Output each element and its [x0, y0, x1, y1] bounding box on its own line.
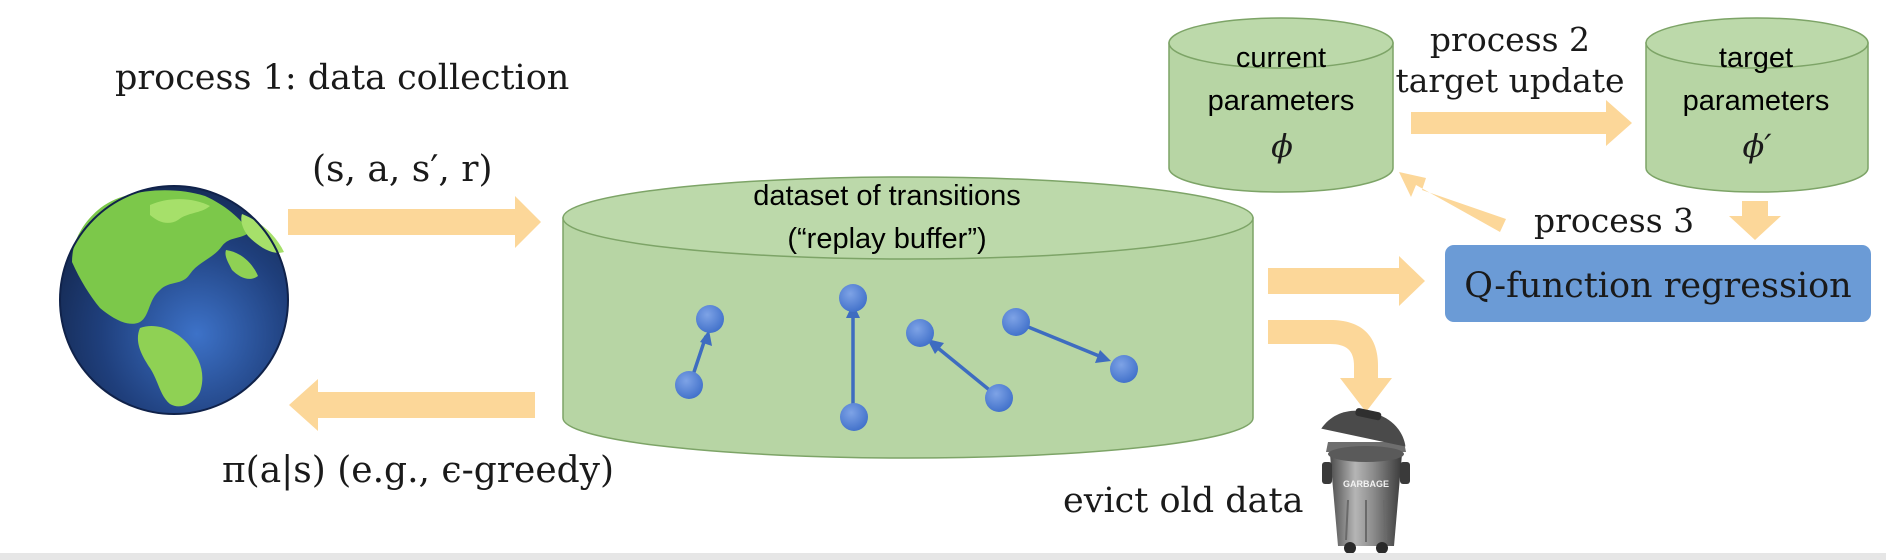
current-params-line1: current: [1236, 42, 1326, 74]
current-params-line2: parameters: [1208, 85, 1355, 117]
sample-dot: [675, 371, 703, 399]
process2-line1: process 2: [1430, 20, 1590, 59]
current-parameters-cylinder: [1168, 17, 1394, 193]
arrow-policy-to-env-body: [289, 379, 535, 431]
transition-arrowhead-4: [1095, 350, 1111, 363]
arrow-buffer-to-qfunction: [1268, 256, 1425, 306]
sample-dot: [985, 384, 1013, 412]
transition-samples: [688, 303, 1111, 416]
current-params-symbol: ϕ: [1271, 127, 1293, 165]
sample-dot: [1002, 308, 1030, 336]
target-params-symbol: ϕ′: [1742, 127, 1772, 165]
transition-dots: [675, 284, 1138, 431]
policy-label: π(a|s) (e.g., ϵ-greedy): [222, 450, 614, 491]
transition-arrowhead-3: [927, 339, 944, 354]
arrow-evict-to-garbage: [1268, 320, 1392, 412]
sample-dot: [696, 305, 724, 333]
sample-dot: [840, 403, 868, 431]
garbage-can-icon: [1321, 408, 1410, 554]
process1-label: process 1: data collection: [115, 58, 569, 98]
arrow-transitions-to-buffer: [288, 196, 541, 248]
tuple-label: (s, a, s′, r): [312, 149, 493, 190]
target-params-line1: target: [1719, 42, 1793, 74]
arrow-target-to-qfunction: [1729, 201, 1781, 240]
evict-label: evict old data: [1063, 481, 1303, 521]
sample-dot: [839, 284, 867, 312]
transition-arrowhead-1: [700, 330, 712, 346]
transition-arrow-4: [1015, 320, 1105, 360]
qfunction-regression-box: [1445, 245, 1871, 322]
target-params-line2: parameters: [1683, 85, 1830, 117]
arrow-target-update: [1411, 100, 1632, 146]
buffer-title-line1: dataset of transitions: [753, 180, 1021, 212]
garbage-label: GARBAGE: [1343, 479, 1389, 489]
process2-line2: target update: [1395, 61, 1624, 100]
qfunction-label: Q-function regression: [1464, 266, 1851, 306]
buffer-title-line2: (“replay buffer”): [787, 223, 986, 255]
earth-globe-icon: [59, 185, 289, 415]
bottom-divider: [0, 553, 1886, 560]
arrow-qfunction-to-current: [1399, 172, 1506, 232]
process3-label: process 3: [1534, 201, 1694, 240]
sample-dot: [906, 319, 934, 347]
sample-dot: [1110, 355, 1138, 383]
replay-buffer-cylinder: [562, 176, 1254, 459]
target-parameters-cylinder: [1645, 17, 1869, 193]
transition-arrow-3: [931, 342, 1000, 399]
